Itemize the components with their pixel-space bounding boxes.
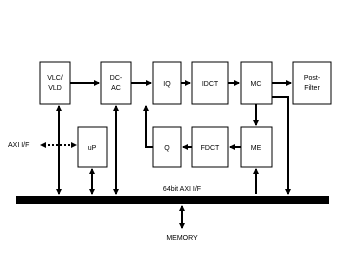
arrow-q-to-dcac <box>143 105 153 148</box>
fdct-label: FDCT <box>201 145 220 152</box>
dc-ac-label-1: DC- <box>110 75 123 82</box>
bus-label: 64bit AXI I/F <box>163 186 201 193</box>
iq-label: IQ <box>163 81 171 88</box>
idct-block: IDCT <box>191 61 229 105</box>
up-label: uP <box>88 145 97 152</box>
mc-block: MC <box>240 61 273 105</box>
post-filter-label-2: Filter <box>304 85 320 92</box>
dc-ac-label-2: AC <box>111 85 121 92</box>
fdct-block: FDCT <box>191 126 229 168</box>
me-label: ME <box>251 145 262 152</box>
system-bus <box>16 196 329 204</box>
post-filter-label-1: Post- <box>304 75 321 82</box>
vlc-vld-label-2: VLD <box>48 85 62 92</box>
idct-label: IDCT <box>202 81 219 88</box>
iq-block: IQ <box>152 61 182 105</box>
vlc-vld-block: VLC/ VLD <box>39 61 71 105</box>
axi-if-arrow-left <box>40 142 46 148</box>
axi-if-arrow-right <box>71 142 77 148</box>
axi-if-label: AXI I/F <box>8 142 29 149</box>
up-block: uP <box>77 126 108 168</box>
me-block: ME <box>240 126 273 168</box>
q-block: Q <box>152 126 182 168</box>
memory-label: MEMORY <box>166 235 198 242</box>
post-filter-block: Post- Filter <box>292 61 332 105</box>
link-mc-bus <box>272 96 291 195</box>
dc-ac-block: DC- AC <box>100 61 132 105</box>
q-label: Q <box>164 145 170 152</box>
vlc-vld-label-1: VLC/ <box>47 75 63 82</box>
mc-label: MC <box>251 81 262 88</box>
